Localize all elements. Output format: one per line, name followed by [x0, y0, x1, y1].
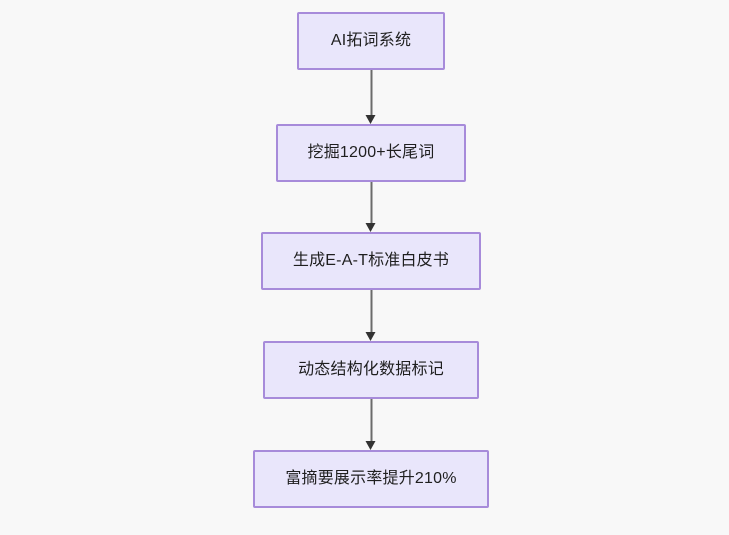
- flow-node-ai-keyword-system[interactable]: AI拓词系统: [297, 12, 445, 70]
- edge-line: [370, 70, 372, 115]
- flow-node-label: 挖掘1200+长尾词: [307, 144, 435, 161]
- flow-node-label: 生成E-A-T标准白皮书: [292, 252, 450, 269]
- flow-node-mine-longtail-keywords[interactable]: 挖掘1200+长尾词: [276, 124, 466, 182]
- flow-edge-n4-n5: [365, 399, 378, 450]
- flow-node-label: 动态结构化数据标记: [298, 361, 444, 378]
- edge-line: [370, 182, 372, 223]
- flow-edge-n3-n4: [365, 290, 378, 341]
- edge-line: [370, 399, 372, 441]
- edge-line: [370, 290, 372, 332]
- arrowhead-icon: [365, 332, 376, 341]
- flow-node-label: AI拓词系统: [330, 32, 412, 49]
- flow-edge-n2-n3: [365, 182, 378, 232]
- arrowhead-icon: [365, 223, 376, 232]
- flow-node-rich-snippet-impression-uplift[interactable]: 富摘要展示率提升210%: [253, 450, 489, 508]
- flow-node-label: 富摘要展示率提升210%: [285, 470, 457, 487]
- flow-node-dynamic-structured-data-markup[interactable]: 动态结构化数据标记: [263, 341, 479, 399]
- flow-node-generate-eat-whitepaper[interactable]: 生成E-A-T标准白皮书: [261, 232, 481, 290]
- arrowhead-icon: [365, 115, 376, 124]
- flow-edge-n1-n2: [365, 70, 378, 124]
- arrowhead-icon: [365, 441, 376, 450]
